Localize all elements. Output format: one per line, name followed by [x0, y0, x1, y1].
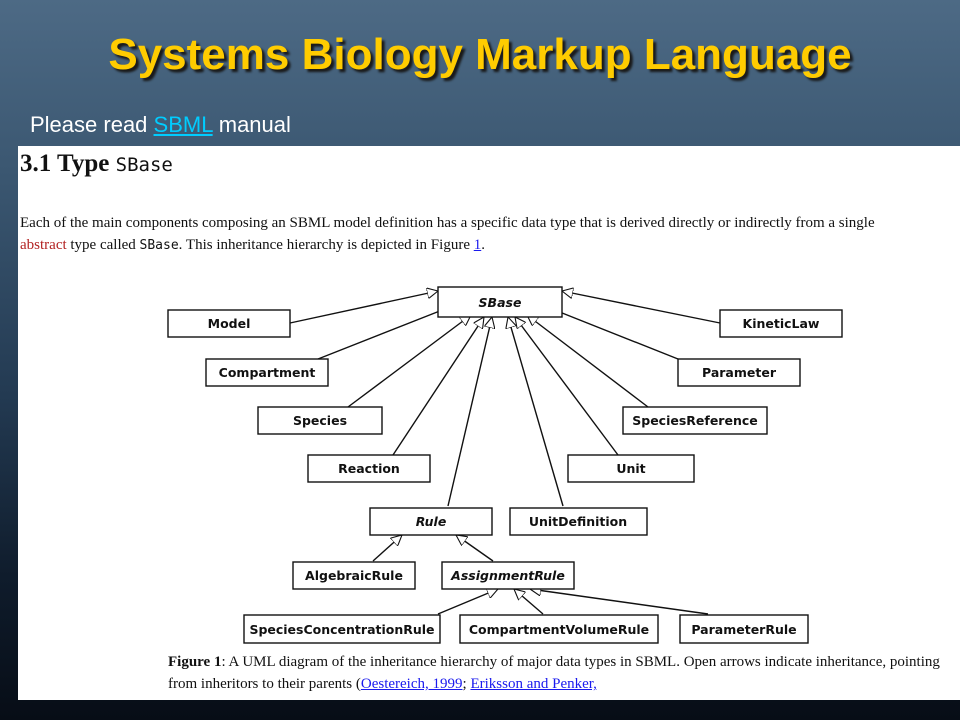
- class-box-assignmentrule: [441, 561, 575, 590]
- document-excerpt: 3.1 Type SBase Each of the main componen…: [18, 146, 960, 700]
- caption-text: : A UML diagram of the inheritance hiera…: [168, 654, 940, 692]
- edge-compartment-sbase: [317, 305, 455, 360]
- edge-compartmentvolumerule-assignmentrule: [514, 589, 544, 615]
- class-box-parameter: [677, 358, 801, 387]
- subtitle-prefix: Please read: [30, 112, 154, 137]
- uml-inheritance-diagram: SBase Model KineticLaw Compartment Param…: [167, 286, 843, 644]
- subtitle: Please read SBML manual: [30, 112, 291, 138]
- figure-caption: Figure 1: A UML diagram of the inheritan…: [168, 651, 958, 695]
- caption-separator: ;: [462, 676, 471, 692]
- edge-assignmentrule-rule: [456, 535, 494, 562]
- label-compartment: Compartment: [219, 365, 316, 380]
- label-rule: Rule: [416, 514, 447, 529]
- intro-end: .: [481, 237, 485, 253]
- class-box-model: [167, 309, 291, 338]
- class-box-sbase: [437, 286, 563, 318]
- class-box-unitdefinition: [509, 507, 648, 536]
- caption-label: Figure 1: [168, 654, 222, 670]
- class-box-algebraicrule: [292, 561, 416, 590]
- edge-kineticlaw-sbase: [562, 291, 721, 324]
- class-box-speciesconcentrationrule: [243, 614, 441, 644]
- class-box-rule: [369, 507, 493, 536]
- edge-unit-sbase: [515, 317, 619, 456]
- label-algebraicrule: AlgebraicRule: [305, 568, 403, 583]
- class-boxes: [167, 286, 843, 644]
- edge-parameter-sbase: [542, 305, 679, 360]
- edge-algebraicrule-rule: [372, 535, 402, 562]
- edge-speciesconcentrationrule-assignmentrule: [437, 589, 498, 615]
- edge-reaction-sbase: [392, 317, 484, 456]
- class-box-species: [257, 406, 383, 435]
- edge-rule-sbase: [447, 317, 492, 507]
- label-sbase: SBase: [479, 295, 522, 310]
- class-box-kineticlaw: [719, 309, 843, 338]
- label-kineticlaw: KineticLaw: [743, 316, 820, 331]
- class-box-parameterrule: [679, 614, 809, 644]
- edge-species-sbase: [347, 315, 471, 408]
- edge-model-sbase: [289, 291, 438, 324]
- section-heading: 3.1 Type SBase: [20, 150, 173, 178]
- intro-line-2: abstract type called SBase. This inherit…: [20, 234, 960, 257]
- label-parameterrule: ParameterRule: [691, 622, 796, 637]
- class-box-unit: [567, 454, 695, 483]
- label-unitdefinition: UnitDefinition: [529, 514, 627, 529]
- class-labels: SBase Model KineticLaw Compartment Param…: [208, 295, 820, 637]
- label-reaction: Reaction: [338, 461, 400, 476]
- label-assignmentrule: AssignmentRule: [450, 568, 565, 583]
- figure-1-link[interactable]: 1: [473, 237, 482, 253]
- class-box-reaction: [307, 454, 431, 483]
- label-speciesconcentrationrule: SpeciesConcentrationRule: [249, 622, 434, 637]
- intro-mid: type called: [66, 237, 140, 253]
- inheritance-edges: [289, 291, 721, 615]
- label-parameter: Parameter: [702, 365, 777, 380]
- edge-unitdefinition-sbase: [508, 317, 564, 507]
- abstract-term: abstract: [20, 237, 67, 253]
- subtitle-suffix: manual: [212, 112, 291, 137]
- intro-rest: . This inheritance hierarchy is depicted…: [178, 237, 474, 253]
- sbase-code: SBase: [139, 238, 179, 253]
- intro-paragraph: Each of the main components composing an…: [20, 212, 960, 257]
- section-heading-code: SBase: [115, 154, 173, 176]
- label-compartmentvolumerule: CompartmentVolumeRule: [469, 622, 649, 637]
- class-box-compartmentvolumerule: [459, 614, 659, 644]
- label-model: Model: [208, 316, 251, 331]
- class-box-compartment: [205, 358, 329, 387]
- label-species: Species: [293, 413, 347, 428]
- edge-parameterrule-assignmentrule: [530, 589, 709, 615]
- sbml-manual-link[interactable]: SBML: [153, 112, 213, 137]
- label-speciesreference: SpeciesReference: [632, 413, 758, 428]
- ref-oestereich-link[interactable]: Oestereich, 1999: [360, 676, 463, 692]
- section-heading-text: 3.1 Type: [20, 150, 116, 177]
- label-unit: Unit: [616, 461, 645, 476]
- edge-speciesreference-sbase: [527, 315, 649, 408]
- slide-title: Systems Biology Markup Language: [108, 30, 852, 79]
- intro-line-1: Each of the main components composing an…: [20, 215, 875, 231]
- ref-eriksson-link[interactable]: Eriksson and Penker,: [470, 676, 597, 692]
- class-box-speciesreference: [622, 406, 768, 435]
